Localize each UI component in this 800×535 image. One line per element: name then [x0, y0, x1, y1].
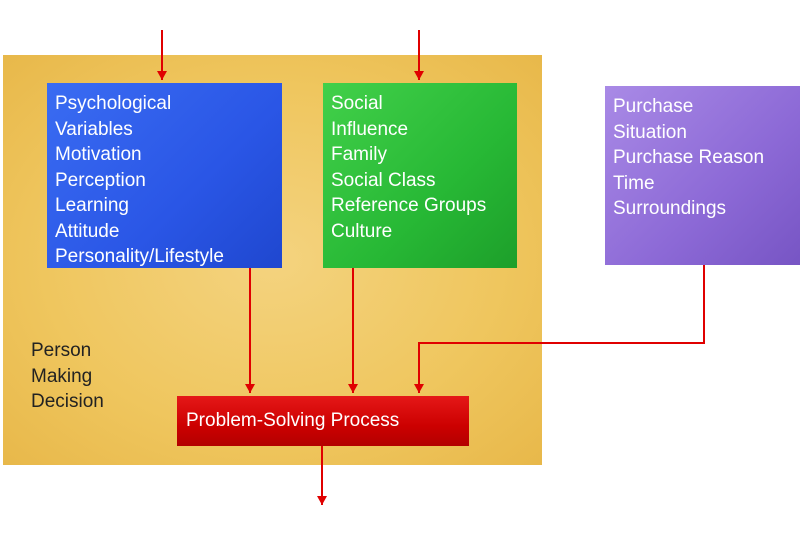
psychological-heading-line-2: Variables — [55, 118, 133, 140]
purchase-heading-line-1: Purchase — [613, 96, 694, 117]
purchase-item: Time — [613, 172, 655, 194]
purchase-item: Surroundings — [613, 198, 727, 219]
social-heading-line-2: Influence — [331, 118, 409, 140]
social-item: Family — [331, 144, 387, 165]
social-influence-box: Social Influence Family Social Class Ref… — [323, 83, 517, 268]
psychological-variables-box: Psychological Variables Motivation Perce… — [47, 83, 282, 268]
psychological-item: Learning — [55, 195, 129, 216]
psychological-heading-line-1: Psychological — [55, 93, 172, 114]
marketing-mixes-label: Marketing Mixes — [70, 6, 209, 27]
purchase-to-problem-arrow — [414, 265, 705, 393]
purchase-situation-box: Purchase Situation Purchase Reason Time … — [605, 86, 800, 265]
other-stimuli-label: All Other Stimuli — [322, 6, 459, 27]
social-heading-line-1: Social — [331, 93, 383, 114]
psychological-item: Personality/Lifestyle — [55, 246, 224, 267]
person-making-decision-label: Person Making Decision — [31, 338, 104, 415]
problem-solving-process-box: Problem-Solving Process — [177, 396, 469, 446]
problem-solving-label: Problem-Solving Process — [186, 410, 400, 431]
purchase-item: Purchase Reason — [613, 147, 765, 168]
person-label-line-1: Person — [31, 340, 92, 361]
psychological-item: Attitude — [55, 220, 120, 242]
social-item: Reference Groups — [331, 195, 487, 216]
person-label-line-3: Decision — [31, 391, 104, 412]
person-label-line-2: Making — [31, 365, 93, 387]
social-item: Social Class — [331, 169, 436, 191]
response-output-label: Person Does or Does Not Purchase (Respon… — [56, 508, 462, 529]
psychological-item: Motivation — [55, 144, 142, 165]
psychological-item: Perception — [55, 169, 146, 191]
social-item: Culture — [331, 220, 393, 242]
purchase-heading-line-2: Situation — [613, 121, 687, 143]
